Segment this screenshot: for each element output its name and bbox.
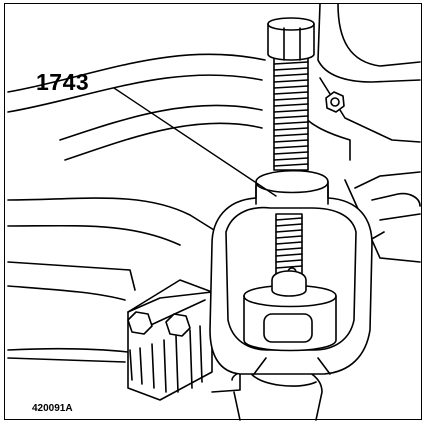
puller-cup bbox=[243, 284, 337, 375]
spindle-hex-head bbox=[267, 17, 315, 61]
lower-thread bbox=[271, 213, 307, 297]
bolt-head-small bbox=[325, 91, 345, 113]
puller-spindle bbox=[273, 51, 309, 171]
figure-code: 420091A bbox=[32, 403, 73, 414]
callout-leader-line bbox=[113, 87, 277, 197]
tool-callout-label: 1743 bbox=[36, 69, 90, 95]
vehicle-frame-lines bbox=[7, 53, 266, 363]
